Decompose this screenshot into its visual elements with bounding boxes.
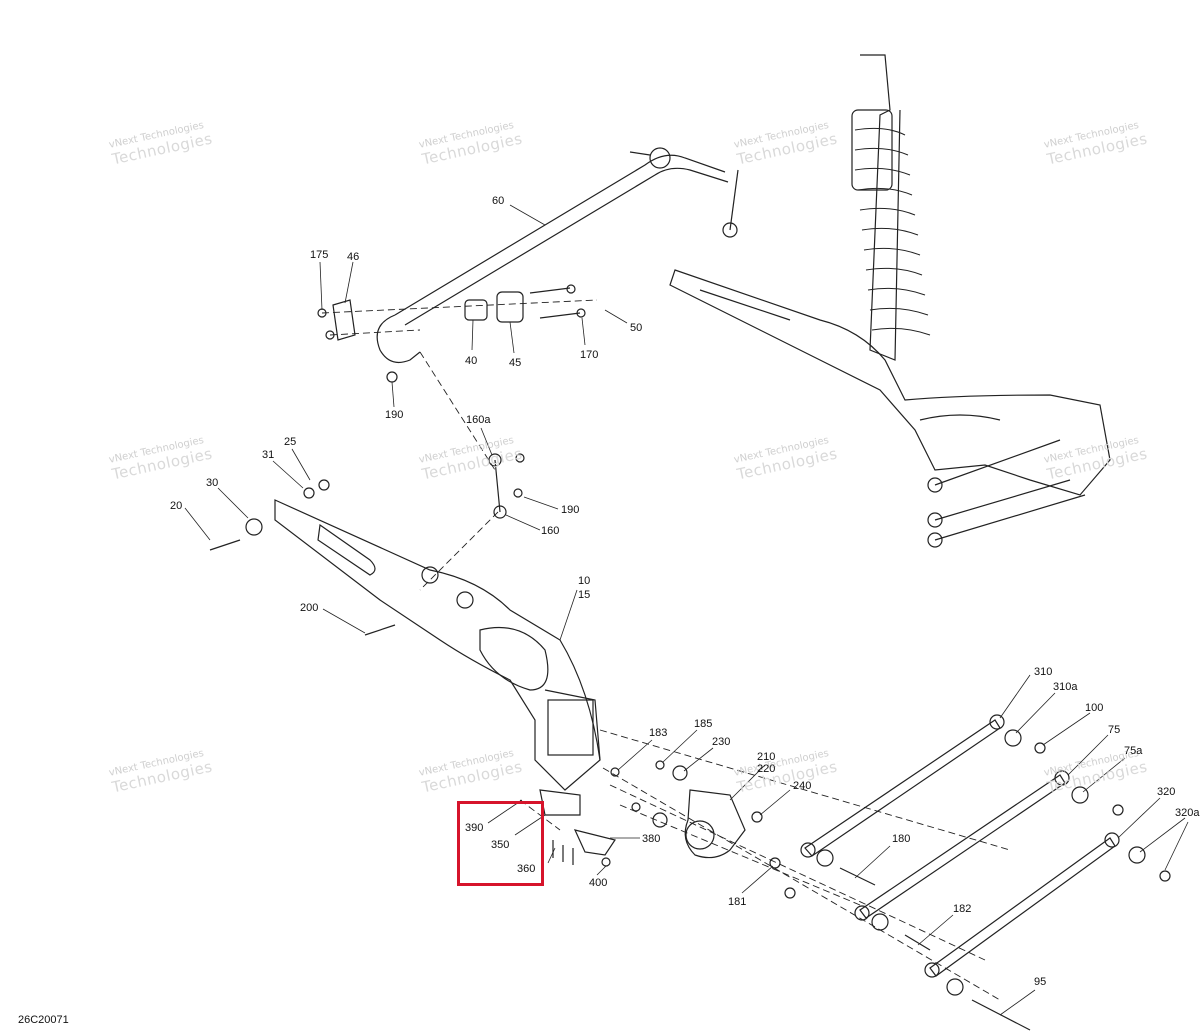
assembled-link-3 xyxy=(934,494,1086,541)
callout-183[interactable]: 183 xyxy=(649,727,668,739)
callout-190-lower[interactable]: 190 xyxy=(561,504,580,516)
bushing-30 xyxy=(245,518,263,536)
callout-320[interactable]: 320 xyxy=(1157,786,1176,798)
callout-310[interactable]: 310 xyxy=(1034,666,1053,678)
sway-link xyxy=(729,169,739,231)
callout-15[interactable]: 15 xyxy=(578,589,591,601)
callout-10[interactable]: 10 xyxy=(578,575,591,587)
callout-210[interactable]: 210 xyxy=(757,751,776,763)
assembled-link-2 xyxy=(934,479,1071,521)
assembled-trailing-arm xyxy=(669,269,1111,496)
callout-350[interactable]: 350 xyxy=(491,839,510,851)
callout-400[interactable]: 400 xyxy=(589,877,608,889)
sway-link-160 xyxy=(494,459,501,513)
callout-40[interactable]: 40 xyxy=(465,355,478,367)
callout-75a[interactable]: 75a xyxy=(1124,745,1143,757)
sway-bar-end xyxy=(376,314,421,363)
callout-25[interactable]: 25 xyxy=(284,436,297,448)
callout-95[interactable]: 95 xyxy=(1034,976,1047,988)
callout-160[interactable]: 160 xyxy=(541,525,560,537)
assembled-link-1 xyxy=(934,439,1061,486)
callout-220[interactable]: 220 xyxy=(757,763,776,775)
callout-45[interactable]: 45 xyxy=(509,357,522,369)
shock-absorber xyxy=(860,54,901,361)
callout-170[interactable]: 170 xyxy=(580,349,599,361)
callout-75[interactable]: 75 xyxy=(1108,724,1121,736)
highlight-box xyxy=(457,801,544,886)
callout-380[interactable]: 380 xyxy=(642,833,661,845)
sway-bar-2 xyxy=(404,167,729,326)
callout-30[interactable]: 30 xyxy=(206,477,219,489)
callout-390[interactable]: 390 xyxy=(465,822,484,834)
trailing-arm xyxy=(274,499,601,791)
clamp-45 xyxy=(496,291,524,323)
callout-200[interactable]: 200 xyxy=(300,602,319,614)
callout-185[interactable]: 185 xyxy=(694,718,713,730)
sway-link-end xyxy=(722,222,738,238)
document-id: 26C20071 xyxy=(18,1014,69,1026)
callout-182[interactable]: 182 xyxy=(953,903,972,915)
sway-bar-bushing xyxy=(649,147,671,169)
callout-230[interactable]: 230 xyxy=(712,736,731,748)
callout-310a[interactable]: 310a xyxy=(1053,681,1078,693)
callout-31[interactable]: 31 xyxy=(262,449,275,461)
callout-190[interactable]: 190 xyxy=(385,409,404,421)
callout-50[interactable]: 50 xyxy=(630,322,643,334)
callout-20[interactable]: 20 xyxy=(170,500,183,512)
clamp-40 xyxy=(464,299,488,321)
link-75 xyxy=(859,774,1066,919)
callout-46[interactable]: 46 xyxy=(347,251,360,263)
sway-bar xyxy=(394,154,726,316)
callout-360[interactable]: 360 xyxy=(517,863,536,875)
callout-160a[interactable]: 160a xyxy=(466,414,491,426)
callout-180[interactable]: 180 xyxy=(892,833,911,845)
callout-240[interactable]: 240 xyxy=(793,780,812,792)
knuckle xyxy=(684,789,746,859)
callout-100[interactable]: 100 xyxy=(1085,702,1104,714)
callout-60[interactable]: 60 xyxy=(492,195,505,207)
callout-181[interactable]: 181 xyxy=(728,896,747,908)
callout-320a[interactable]: 320a xyxy=(1175,807,1200,819)
bracket-46 xyxy=(332,299,356,341)
callout-175[interactable]: 175 xyxy=(310,249,329,261)
